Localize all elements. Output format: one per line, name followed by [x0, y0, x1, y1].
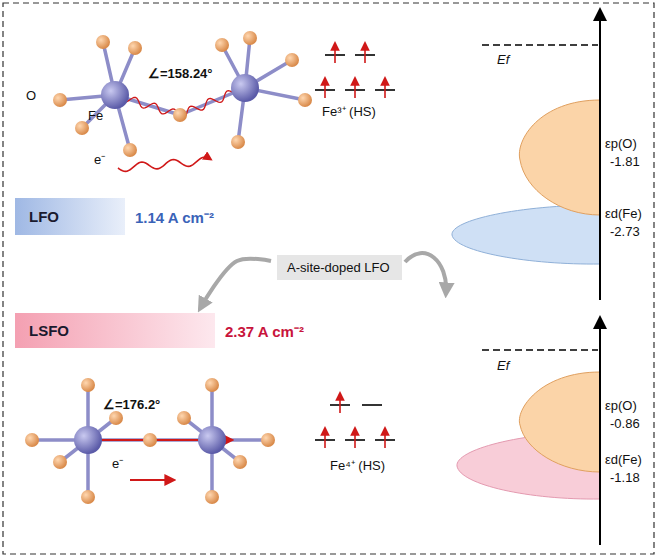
energy-axis [599, 14, 601, 300]
config-label: Fe³⁺ (HS) [322, 104, 376, 120]
top-atoms [53, 31, 312, 157]
electron-wave-arrow [118, 157, 211, 171]
bottom-atoms [25, 378, 275, 504]
value-label: 1.14 A cm⁻² [135, 207, 214, 227]
atom-label: O [26, 88, 36, 104]
dashed-frame [3, 3, 654, 554]
electron-label: e⁻ [112, 456, 123, 472]
angle-label: ∠=158.24° [148, 66, 213, 82]
box-label: A-site-doped LFO [287, 260, 392, 275]
box-label: LFO [29, 208, 59, 225]
band-label: εp(O) [605, 398, 637, 414]
band-value: -0.86 [610, 416, 640, 432]
top-bonds [60, 38, 305, 150]
curved-arrow [201, 259, 271, 307]
atom-label: Fe [88, 108, 103, 124]
process-box: A-site-doped LFO [277, 255, 402, 280]
value-label: 2.37 A cm⁻² [225, 321, 304, 341]
bottom-bonds [32, 385, 268, 497]
fe-d-band [452, 205, 600, 264]
fermi-label: Ef [497, 358, 509, 374]
band-value: -2.73 [610, 224, 640, 240]
electron-label: e⁻ [94, 152, 105, 168]
band-value: -1.81 [610, 154, 640, 170]
o-p-band [519, 100, 600, 215]
box-label: LSFO [29, 322, 69, 339]
current-bar: LFO1.14 A cm⁻² [15, 198, 125, 235]
energy-axis [599, 322, 601, 545]
electron-arrow [130, 479, 174, 481]
fermi-level [482, 349, 598, 351]
band-label: εd(Fe) [605, 452, 642, 468]
fermi-level [482, 44, 598, 46]
current-bar: LSFO2.37 A cm⁻² [15, 313, 215, 348]
fermi-label: Ef [497, 52, 509, 68]
curved-arrow [405, 253, 446, 292]
o-p-band [519, 372, 600, 472]
fe3-spins [325, 43, 385, 98]
angle-label: ∠=176.2° [103, 397, 160, 413]
band-label: εd(Fe) [605, 206, 642, 222]
config-label: Fe⁴⁺ (HS) [330, 458, 385, 474]
band-value: -1.18 [610, 470, 640, 486]
fe4-spins [325, 393, 385, 448]
band-label: εp(O) [605, 136, 637, 152]
